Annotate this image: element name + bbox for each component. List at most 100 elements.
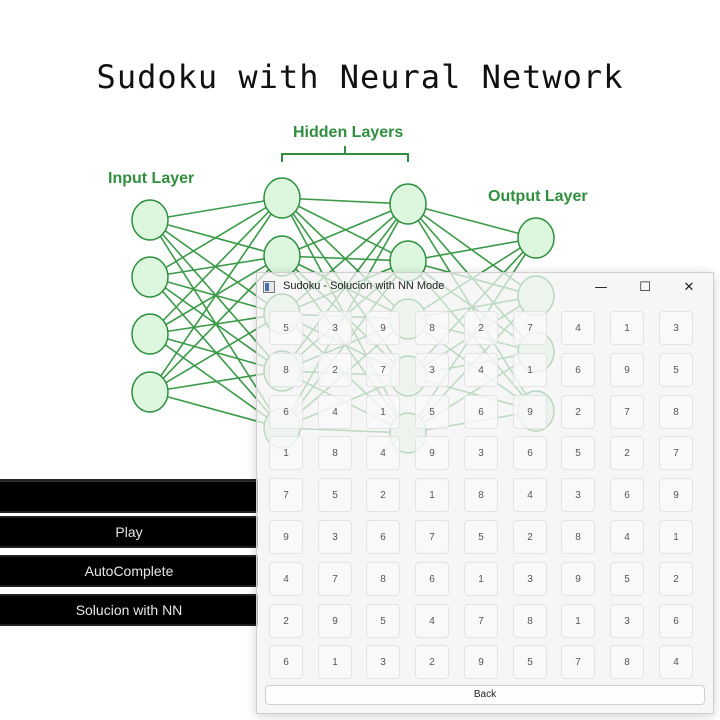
sudoku-cell[interactable]: 2 bbox=[464, 311, 498, 345]
sudoku-cell[interactable]: 9 bbox=[366, 311, 400, 345]
connection-edge bbox=[149, 197, 283, 335]
maximize-icon[interactable]: ☐ bbox=[639, 279, 651, 295]
sudoku-cell[interactable]: 2 bbox=[269, 604, 303, 638]
sudoku-cell[interactable]: 7 bbox=[659, 436, 693, 470]
solucion-with-nn-button[interactable]: Solucion with NN bbox=[0, 594, 258, 626]
sudoku-cell[interactable]: 3 bbox=[415, 353, 449, 387]
sudoku-cell[interactable]: 2 bbox=[415, 645, 449, 679]
sudoku-cell[interactable]: 4 bbox=[561, 311, 595, 345]
sudoku-cell[interactable]: 1 bbox=[659, 520, 693, 554]
menu-panel: Play AutoComplete Solucion with NN bbox=[0, 473, 262, 645]
sudoku-cell[interactable]: 4 bbox=[415, 604, 449, 638]
sudoku-cell[interactable]: 8 bbox=[269, 353, 303, 387]
minimize-icon[interactable]: — bbox=[594, 279, 608, 295]
sudoku-cell[interactable]: 3 bbox=[366, 645, 400, 679]
sudoku-cell[interactable]: 7 bbox=[513, 311, 547, 345]
sudoku-cell[interactable]: 4 bbox=[610, 520, 644, 554]
sudoku-cell[interactable]: 7 bbox=[366, 353, 400, 387]
sudoku-cell[interactable]: 5 bbox=[610, 562, 644, 596]
sudoku-cell[interactable]: 9 bbox=[659, 478, 693, 512]
sudoku-cell[interactable]: 3 bbox=[659, 311, 693, 345]
sudoku-cell[interactable]: 9 bbox=[415, 436, 449, 470]
sudoku-cell[interactable]: 5 bbox=[366, 604, 400, 638]
sudoku-cell[interactable]: 9 bbox=[610, 353, 644, 387]
sudoku-cell[interactable]: 3 bbox=[318, 520, 352, 554]
autocomplete-button[interactable]: AutoComplete bbox=[0, 555, 258, 587]
sudoku-cell[interactable]: 3 bbox=[561, 478, 595, 512]
sudoku-cell[interactable]: 3 bbox=[318, 311, 352, 345]
sudoku-cell[interactable]: 7 bbox=[464, 604, 498, 638]
sudoku-cell[interactable]: 5 bbox=[464, 520, 498, 554]
sudoku-cell[interactable]: 2 bbox=[366, 478, 400, 512]
sudoku-cell[interactable]: 3 bbox=[464, 436, 498, 470]
sudoku-cell[interactable]: 9 bbox=[269, 520, 303, 554]
sudoku-cell[interactable]: 5 bbox=[318, 478, 352, 512]
sudoku-cell[interactable]: 6 bbox=[415, 562, 449, 596]
layer-3-node bbox=[517, 217, 555, 259]
sudoku-cell[interactable]: 6 bbox=[366, 520, 400, 554]
sudoku-cell[interactable]: 9 bbox=[464, 645, 498, 679]
sudoku-cell[interactable]: 5 bbox=[415, 395, 449, 429]
sudoku-cell[interactable]: 1 bbox=[464, 562, 498, 596]
sudoku-cell[interactable]: 1 bbox=[318, 645, 352, 679]
input-layer-label: Input Layer bbox=[108, 170, 195, 187]
window-title: Sudoku - Solucion with NN Mode bbox=[283, 280, 445, 292]
sudoku-cell[interactable]: 7 bbox=[610, 395, 644, 429]
sudoku-cell[interactable]: 9 bbox=[318, 604, 352, 638]
sudoku-cell[interactable]: 4 bbox=[659, 645, 693, 679]
sudoku-cell[interactable]: 4 bbox=[318, 395, 352, 429]
sudoku-cell[interactable]: 4 bbox=[366, 436, 400, 470]
sudoku-cell[interactable]: 8 bbox=[610, 645, 644, 679]
app-icon bbox=[263, 281, 275, 293]
sudoku-cell[interactable]: 8 bbox=[561, 520, 595, 554]
sudoku-cell[interactable]: 8 bbox=[659, 395, 693, 429]
sudoku-cell[interactable]: 8 bbox=[464, 478, 498, 512]
connection-edge bbox=[407, 237, 537, 262]
sudoku-cell[interactable]: 7 bbox=[561, 645, 595, 679]
sudoku-cell[interactable]: 7 bbox=[415, 520, 449, 554]
sudoku-cell[interactable]: 5 bbox=[513, 645, 547, 679]
sudoku-cell[interactable]: 4 bbox=[269, 562, 303, 596]
sudoku-cell[interactable]: 6 bbox=[610, 478, 644, 512]
sudoku-cell[interactable]: 8 bbox=[366, 562, 400, 596]
sudoku-cell[interactable]: 2 bbox=[513, 520, 547, 554]
connection-edge bbox=[149, 197, 283, 393]
sudoku-cell[interactable]: 2 bbox=[318, 353, 352, 387]
sudoku-cell[interactable]: 3 bbox=[610, 604, 644, 638]
sudoku-cell[interactable]: 8 bbox=[415, 311, 449, 345]
sudoku-cell[interactable]: 7 bbox=[269, 478, 303, 512]
back-button[interactable]: Back bbox=[265, 685, 705, 705]
sudoku-cell[interactable]: 9 bbox=[561, 562, 595, 596]
sudoku-cell[interactable]: 6 bbox=[561, 353, 595, 387]
sudoku-cell[interactable]: 1 bbox=[366, 395, 400, 429]
sudoku-cell[interactable]: 5 bbox=[659, 353, 693, 387]
sudoku-cell[interactable]: 7 bbox=[318, 562, 352, 596]
sudoku-cell[interactable]: 6 bbox=[659, 604, 693, 638]
sudoku-cell[interactable]: 2 bbox=[610, 436, 644, 470]
sudoku-cell[interactable]: 4 bbox=[513, 478, 547, 512]
sudoku-cell[interactable]: 6 bbox=[464, 395, 498, 429]
sudoku-cell[interactable]: 6 bbox=[269, 645, 303, 679]
sudoku-cell[interactable]: 8 bbox=[513, 604, 547, 638]
connection-edge bbox=[149, 197, 283, 278]
page-title: Sudoku with Neural Network bbox=[96, 58, 624, 96]
sudoku-cell[interactable]: 6 bbox=[513, 436, 547, 470]
sudoku-cell[interactable]: 6 bbox=[269, 395, 303, 429]
play-button[interactable]: Play bbox=[0, 516, 258, 548]
sudoku-cell[interactable]: 1 bbox=[610, 311, 644, 345]
sudoku-cell[interactable]: 4 bbox=[464, 353, 498, 387]
sudoku-cell[interactable]: 8 bbox=[318, 436, 352, 470]
sudoku-cell[interactable]: 1 bbox=[269, 436, 303, 470]
close-icon[interactable]: ✕ bbox=[683, 279, 695, 295]
sudoku-cell[interactable]: 5 bbox=[561, 436, 595, 470]
sudoku-cell[interactable]: 9 bbox=[513, 395, 547, 429]
sudoku-cell[interactable]: 1 bbox=[513, 353, 547, 387]
sudoku-cell[interactable]: 1 bbox=[415, 478, 449, 512]
sudoku-cell[interactable]: 5 bbox=[269, 311, 303, 345]
window-titlebar[interactable]: Sudoku - Solucion with NN Mode — ☐ ✕ bbox=[257, 273, 713, 301]
sudoku-cell[interactable]: 2 bbox=[659, 562, 693, 596]
sudoku-cell[interactable]: 1 bbox=[561, 604, 595, 638]
sudoku-cell[interactable]: 2 bbox=[561, 395, 595, 429]
sudoku-cell[interactable]: 3 bbox=[513, 562, 547, 596]
